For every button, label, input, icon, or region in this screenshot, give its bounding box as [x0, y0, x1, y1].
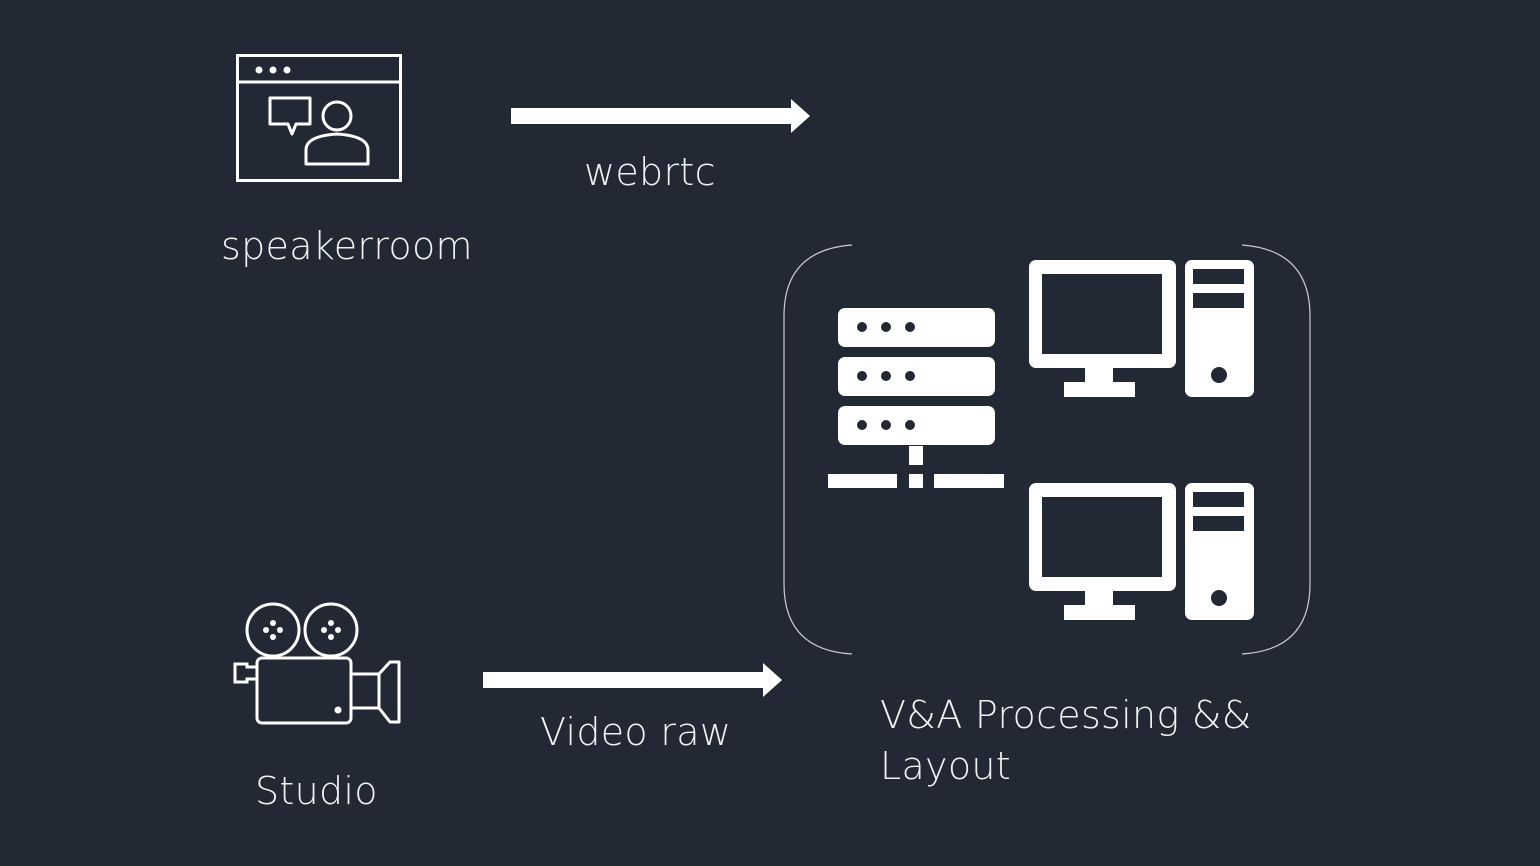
video-raw-arrow: [483, 663, 782, 697]
video-chat-window-icon: [236, 54, 402, 182]
server-network-icon: [828, 308, 1004, 488]
desktop-computer-icon: [1029, 260, 1254, 397]
speakerroom-label: speakerroom: [221, 224, 473, 268]
film-camera-icon: [233, 602, 401, 725]
video-raw-label: Video raw: [540, 710, 732, 754]
processing-label-line2: Layout: [880, 744, 1011, 788]
studio-label: Studio: [255, 769, 378, 813]
processing-label-line1: V&A Processing &&: [880, 693, 1252, 737]
processing-group-border: [783, 244, 1311, 655]
webrtc-arrow: [511, 99, 810, 133]
desktop-computer-icon: [1029, 483, 1254, 620]
webrtc-label: webrtc: [584, 150, 716, 194]
